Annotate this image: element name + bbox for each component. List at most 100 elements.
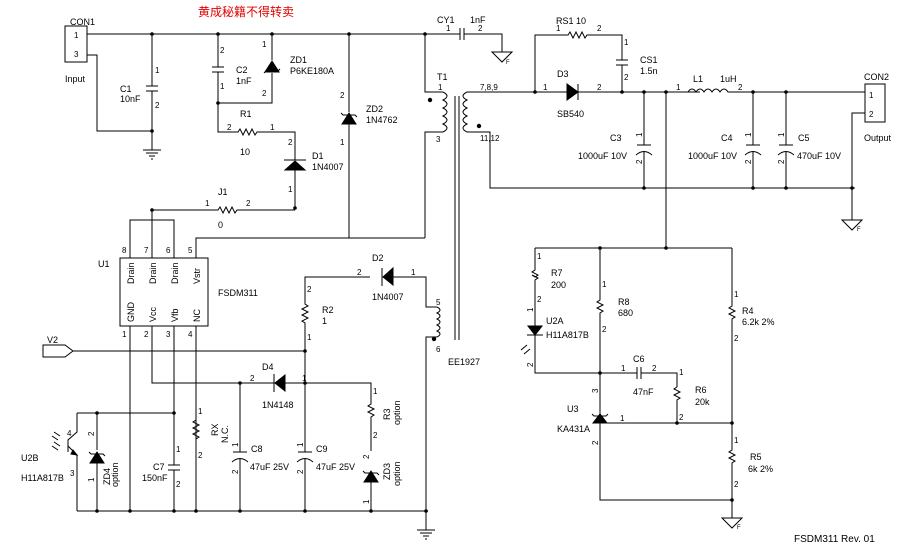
schematic-label: 2 — [526, 362, 535, 367]
zd3-zener-diode: 2 1 ZD3 option — [362, 454, 402, 511]
schematic-wire — [591, 413, 732, 501]
schematic-wire — [231, 383, 249, 511]
schematic-label: 3 — [591, 388, 600, 393]
schematic-label: 4 — [188, 330, 193, 339]
schematic-label: D3 — [557, 69, 569, 79]
ground-icon — [417, 529, 435, 540]
schematic-wire — [435, 306, 441, 338]
schematic-label: option — [392, 461, 402, 486]
schematic-wire — [305, 382, 376, 451]
junction-dot — [150, 208, 154, 212]
schematic-label: 2 — [734, 334, 739, 343]
schematic-label: V2 — [47, 335, 58, 345]
schematic-label: Vfb — [170, 308, 180, 322]
schematic-wire — [864, 83, 886, 123]
r8-resistor: 1 2 R8 680 — [595, 248, 633, 423]
schematic-label: 2 — [262, 89, 267, 98]
schematic-label: ZD4 — [102, 468, 112, 485]
schematic-label: 1 — [734, 290, 739, 299]
con1-pin1: 1 — [74, 31, 79, 40]
schematic-label: 470uF 10V — [797, 151, 841, 161]
schematic-label: U2B — [21, 453, 39, 463]
r3-resistor: 1 2 R3 option — [305, 382, 402, 451]
schematic-wire — [595, 248, 605, 423]
schematic-label: 7,8,9 — [480, 83, 498, 92]
schematic-label: 1000uF 10V — [688, 151, 737, 161]
c9-capacitor: 1 2 C9 47uF 25V — [296, 351, 355, 511]
schematic-label: H11A817B — [546, 330, 589, 340]
schematic-label: Drain — [126, 262, 136, 284]
schematic-label: 2 — [869, 110, 874, 119]
schematic-label: 10 — [576, 16, 586, 26]
schematic-label: 1N4007 — [312, 162, 344, 172]
schematic-wire — [527, 300, 600, 374]
schematic-label: C6 — [633, 354, 645, 364]
schematic-label: 5 — [436, 298, 441, 307]
schematic-label: 11,12 — [480, 134, 500, 143]
schematic-wire — [531, 248, 539, 300]
schematic-label: 8 — [122, 246, 127, 255]
r7-resistor: 1 2 R7 200 — [531, 248, 566, 304]
schematic-label: F — [737, 525, 741, 531]
c1-capacitor: 1 2 C1 10nF — [120, 34, 160, 150]
c8-capacitor: 1 2 C8 47uF 25V — [231, 381, 289, 511]
schematic-label: Drain — [148, 262, 158, 284]
schematic-label: J1 — [218, 187, 228, 197]
schematic-label: 2 — [537, 295, 542, 304]
schematic-label: 1 — [744, 132, 753, 137]
con1-connector: CON1 1 3 Input — [64, 17, 95, 84]
schematic-label: 200 — [551, 280, 566, 290]
schematic-label: 2 — [734, 480, 739, 489]
schematic-label: KA431A — [557, 424, 590, 434]
schematic-label: 1 — [87, 477, 96, 482]
r4-resistor: 1 2 R4 6.2k 2% — [727, 248, 775, 423]
schematic-label: 1 — [526, 307, 535, 312]
schematic-wire — [851, 112, 865, 188]
junction-dot — [427, 97, 433, 103]
junction-dot — [620, 90, 624, 94]
schematic-label: 2 — [679, 413, 684, 422]
schematic-label: R2 — [322, 305, 334, 315]
junction-dot — [424, 509, 428, 513]
schematic-wire — [89, 451, 105, 464]
schematic-wire — [300, 276, 370, 351]
schematic-label: 20k — [695, 397, 710, 407]
schematic-wire — [727, 423, 737, 500]
schematic-wire — [51, 431, 61, 451]
schematic-label: 1 — [220, 82, 225, 91]
schematic-wire — [191, 410, 201, 445]
schematic-wire — [119, 257, 209, 327]
t1-aux-winding: 5 6 EE1927 — [425, 298, 480, 530]
schematic-label: 2 — [246, 199, 251, 208]
schematic-label: 1 — [296, 442, 305, 447]
schematic-wire — [296, 351, 314, 511]
schematic-label: 2 — [227, 123, 232, 132]
schematic-label: 3 — [70, 469, 75, 478]
schematic-label: 6.2k 2% — [742, 317, 775, 327]
schematic-label: 1uH — [720, 74, 737, 84]
schematic-label: 1 — [869, 91, 874, 100]
schematic-label: R3 — [382, 408, 392, 420]
schematic-label: 1000uF 10V — [578, 151, 627, 161]
schematic-label: 1 — [556, 24, 561, 33]
junction-dot — [238, 381, 242, 385]
r6-resistor: 1 2 R6 20k — [672, 368, 710, 423]
schematic-label: 1 — [270, 123, 275, 132]
schematic-wire — [744, 92, 762, 188]
c5-capacitor: 1 2 C5 470uF 10V — [777, 92, 841, 190]
schematic-label: 1N4148 — [262, 400, 294, 410]
schematic-label: RS1 — [556, 16, 574, 26]
schematic-label: 680 — [618, 308, 633, 318]
schematic-wire — [283, 160, 307, 171]
schematic-label: 1 — [602, 280, 607, 289]
schematic-wire — [151, 205, 295, 220]
schematic-label: RX — [210, 423, 220, 436]
schematic-wire — [520, 344, 531, 355]
u2b-phototransistor: 4 3 U2B H11A817B — [21, 413, 79, 511]
schematic-wire — [263, 68, 281, 74]
schematic-label: ZD2 — [366, 104, 383, 114]
schematic-wire — [217, 103, 296, 160]
schematic-wire — [424, 34, 448, 238]
schematic-label: R6 — [695, 385, 707, 395]
